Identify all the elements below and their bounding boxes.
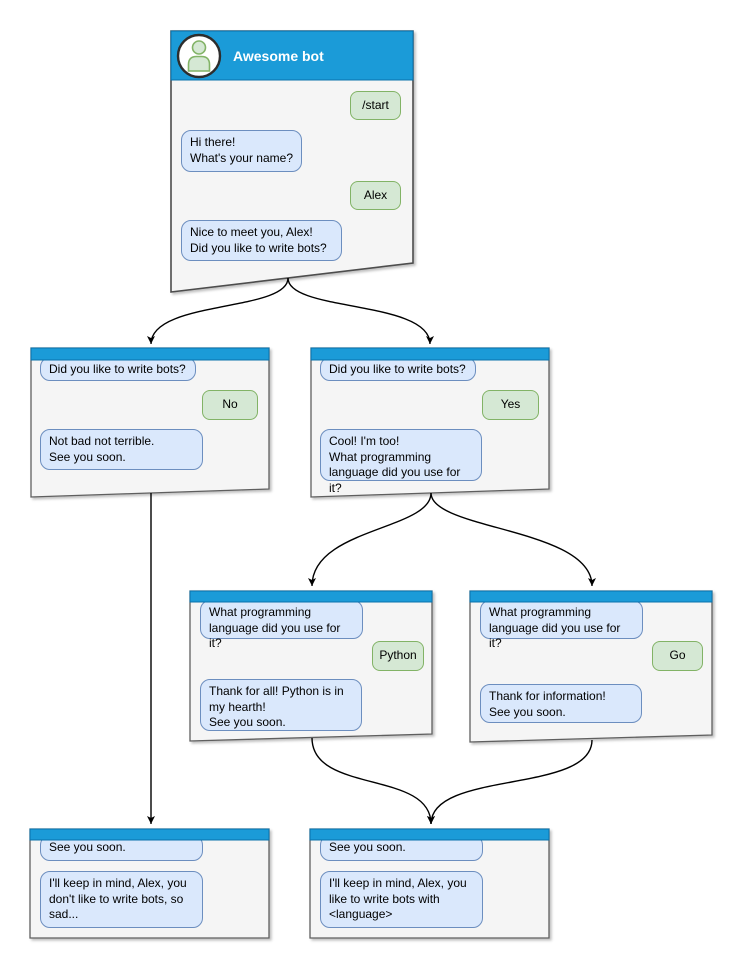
bot-message-bubble: Nice to meet you, Alex! Did you like to … [181,220,342,261]
connector-yes-to-python [308,492,432,587]
bot-message-bubble: I'll keep in mind, Alex, you don't like … [40,871,203,928]
user-reply-bubble: No [202,390,258,420]
bot-message-bubble: Cool! I'm too! What programming language… [320,429,482,495]
user-reply-bubble: Go [652,641,703,671]
bot-message-bubble: What programming language did you use fo… [480,600,643,650]
connector-go-to-end [427,739,593,825]
chat-window-go-branch: What programming language did you use fo… [470,591,712,742]
bot-message-bubble: Thank for information! See you soon. [480,684,642,723]
user-reply-bubble: Yes [482,390,539,420]
chat-window-end-yes: See you soon. I'll keep in mind, Alex, y… [310,829,549,938]
bot-message-bubble: What programming language did you use fo… [200,600,363,650]
bot-message-bubble: I'll keep in mind, Alex, you like to wri… [320,871,483,928]
user-reply-bubble: Python [372,641,424,671]
bot-message-bubble: Thank for all! Python is in my hearth! S… [200,679,362,731]
user-reply-bubble: /start [350,91,401,120]
bot-message-bubble: See you soon. [320,835,483,861]
chat-window-yes-branch: Did you like to write bots? Yes Cool! I'… [311,348,549,497]
chat-window-end-no: See you soon. I'll keep in mind, Alex, y… [30,829,269,938]
bot-message-bubble: Did you like to write bots? [40,357,196,381]
connector-python-to-end [311,737,435,825]
connector-yes-to-go [430,492,596,587]
user-reply-bubble: Alex [350,181,401,210]
bot-message-bubble: Not bad not terrible. See you soon. [40,429,203,470]
window-title: Awesome bot [233,47,324,64]
chat-window-awesome-bot: Awesome bot /start Hi there! What's your… [171,31,413,292]
bot-message-bubble: Did you like to write bots? [320,357,476,381]
bot-message-bubble: See you soon. [40,835,203,861]
chat-window-python-branch: What programming language did you use fo… [190,591,432,741]
chat-window-no-branch: Did you like to write bots? No Not bad n… [31,348,269,497]
bot-message-bubble: Hi there! What's your name? [181,130,302,172]
